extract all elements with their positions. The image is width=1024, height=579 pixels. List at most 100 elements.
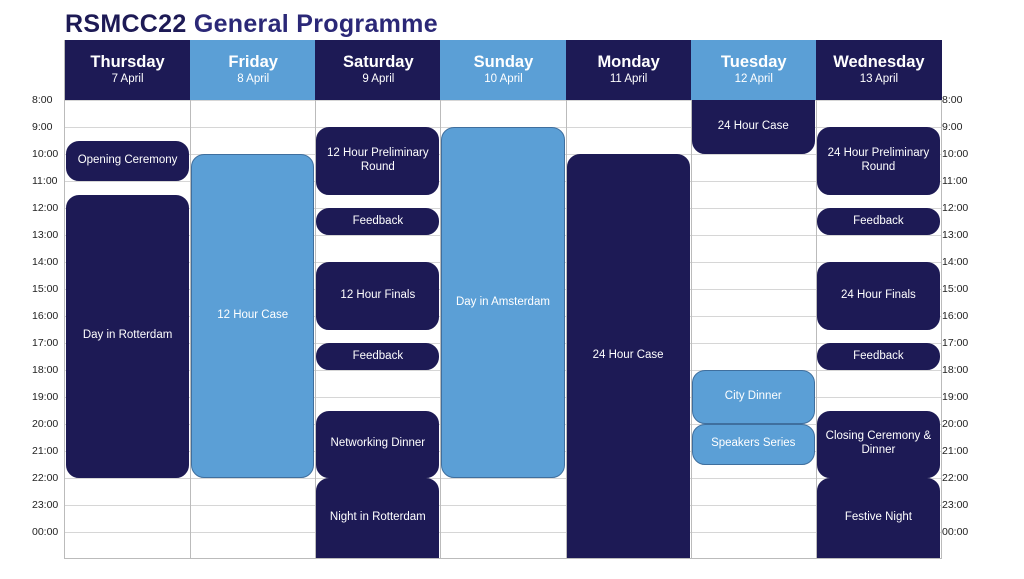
event-block[interactable]: 24 Hour Finals [816, 262, 940, 330]
time-label-left: 20:00 [32, 418, 59, 430]
time-label-right: 23:00 [942, 499, 969, 511]
time-label-right: 18:00 [942, 364, 969, 376]
day-header-friday: Friday 8 April [190, 40, 317, 100]
day-name: Monday [597, 53, 660, 71]
time-label-right: 10:00 [942, 148, 969, 160]
time-label-left: 15:00 [32, 283, 59, 295]
time-label-right: 16:00 [942, 310, 969, 322]
event-block[interactable]: 24 Hour Case [566, 154, 690, 558]
day-date: 8 April [237, 73, 270, 85]
time-label-right: 20:00 [942, 418, 969, 430]
day-header-tuesday: Tuesday 12 April [690, 40, 817, 100]
time-label-right: 22:00 [942, 472, 969, 484]
time-label-right: 14:00 [942, 256, 969, 268]
event-block[interactable]: 12 Hour Preliminary Round [316, 127, 440, 195]
event-label: Feedback [853, 214, 904, 227]
event-label: Night in Rotterdam [329, 511, 426, 524]
page-title-text: General Programme [193, 10, 438, 38]
event-block[interactable]: Feedback [316, 343, 440, 370]
event-label: 24 Hour Case [592, 349, 664, 362]
event-block[interactable]: Speakers Series [691, 424, 815, 465]
event-block[interactable]: 12 Hour Finals [316, 262, 440, 330]
day-name: Tuesday [720, 53, 787, 71]
time-label-right: 17:00 [942, 337, 969, 349]
time-label-right: 19:00 [942, 391, 969, 403]
day-header-monday: Monday 11 April [565, 40, 692, 100]
event-block[interactable]: Night in Rotterdam [316, 478, 440, 558]
time-label-left: 11:00 [32, 175, 58, 187]
event-label: Day in Rotterdam [82, 329, 173, 342]
event-label: Feedback [352, 214, 404, 227]
event-block[interactable]: Opening Ceremony [66, 140, 190, 181]
event-block[interactable]: Feedback [816, 343, 940, 370]
event-label: Networking Dinner [330, 437, 426, 450]
day-date: 12 April [734, 73, 773, 85]
day-divider [815, 40, 817, 558]
event-block[interactable]: Feedback [316, 208, 440, 235]
day-divider [565, 40, 567, 558]
time-label-left: 19:00 [32, 391, 59, 403]
day-date: 11 April [609, 73, 648, 85]
event-block[interactable]: 24 Hour Case [691, 100, 815, 154]
event-block[interactable]: Closing Ceremony & Dinner [816, 410, 940, 478]
time-label-left: 17:00 [32, 337, 59, 349]
event-block[interactable]: City Dinner [691, 370, 815, 424]
event-block[interactable]: 12 Hour Case [191, 154, 315, 478]
day-name: Wednesday [833, 53, 925, 71]
day-divider [690, 40, 692, 558]
event-label: Closing Ceremony & Dinner [825, 430, 932, 457]
day-header-sunday: Sunday 10 April [440, 40, 567, 100]
time-label-right: 21:00 [942, 445, 969, 457]
event-label: Day in Amsterdam [455, 295, 550, 308]
event-label: 24 Hour Case [717, 120, 789, 133]
event-label: 12 Hour Finals [340, 288, 416, 301]
page-title-code: RSMCC22 [65, 10, 187, 38]
event-label: Feedback [853, 349, 904, 362]
day-name: Friday [228, 53, 278, 71]
event-block[interactable]: 24 Hour Preliminary Round [816, 127, 940, 195]
event-label: 12 Hour Preliminary Round [327, 146, 429, 173]
time-label-left: 14:00 [32, 256, 59, 268]
page-title: RSMCC22 General Programme [65, 10, 438, 39]
day-date: 13 April [859, 73, 899, 85]
time-label-left: 00:00 [32, 526, 59, 538]
time-label-left: 16:00 [32, 310, 59, 322]
event-block[interactable]: Feedback [816, 208, 940, 235]
time-label-right: 15:00 [942, 283, 969, 295]
day-name: Sunday [473, 53, 534, 71]
hour-gridline [65, 100, 941, 101]
event-label: Speakers Series [711, 437, 796, 450]
time-label-left: 21:00 [32, 445, 59, 457]
hour-gridline [65, 505, 941, 506]
event-block[interactable]: Day in Rotterdam [66, 194, 190, 478]
time-label-left: 23:00 [32, 499, 59, 511]
event-label: Feedback [352, 349, 404, 362]
day-header-wednesday: Wednesday 13 April [815, 40, 942, 100]
time-label-left: 18:00 [32, 364, 59, 376]
hour-gridline [65, 478, 941, 479]
event-label: 12 Hour Case [217, 309, 289, 322]
event-block[interactable]: Networking Dinner [316, 410, 440, 478]
time-label-left: 13:00 [32, 229, 59, 241]
event-label: Opening Ceremony [77, 153, 178, 166]
time-label-left: 8:00 [32, 94, 53, 106]
time-label-left: 10:00 [32, 148, 59, 160]
hour-gridline [65, 532, 941, 533]
time-label-right: 9:00 [942, 121, 963, 133]
time-label-left: 22:00 [32, 472, 59, 484]
event-block[interactable]: Day in Amsterdam [441, 127, 565, 478]
time-label-left: 12:00 [32, 202, 59, 214]
event-block[interactable]: Festive Night [816, 478, 940, 558]
event-label: Festive Night [844, 511, 912, 524]
time-label-right: 11:00 [942, 175, 968, 187]
day-date: 10 April [484, 73, 523, 85]
event-label: 24 Hour Finals [840, 288, 916, 301]
time-label-left: 9:00 [32, 121, 53, 133]
day-name: Thursday [90, 53, 165, 71]
day-divider [190, 40, 192, 558]
time-label-right: 12:00 [942, 202, 969, 214]
day-date: 9 April [362, 73, 395, 85]
